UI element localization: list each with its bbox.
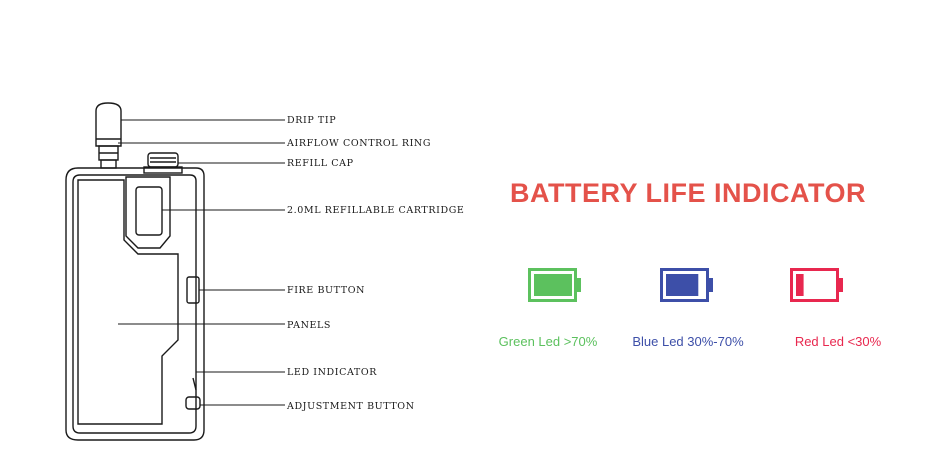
label-adjustment-button: ADJUSTMENT BUTTON (286, 401, 415, 412)
callout-labels: DRIP TIP AIRFLOW CONTROL RING REFILL CAP… (286, 115, 464, 412)
battery-medium-icon (660, 268, 714, 306)
label-fire-button: FIRE BUTTON (287, 285, 365, 296)
adjustment-button-shape (185, 396, 201, 410)
battery-fill (534, 274, 572, 296)
battery-level-label: Blue Led 30%-70% (632, 334, 744, 349)
battery-fill (796, 274, 804, 296)
cartridge-window (125, 176, 171, 249)
device-body-outline (65, 167, 205, 441)
pod-device-drawing (65, 102, 205, 441)
fire-button-shape (186, 276, 200, 304)
battery-level-label: Red Led <30% (794, 334, 882, 349)
panel-outline (77, 179, 179, 425)
drip-tip-shape (95, 102, 122, 147)
label-panels: PANELS (287, 320, 331, 331)
battery-level-label: Green Led >70% (498, 334, 598, 349)
battery-fill (666, 274, 699, 296)
led-shape (192, 377, 197, 391)
battery-indicator-title: BATTERY LIFE INDICATOR (509, 178, 866, 208)
label-refill-cap: REFILL CAP (287, 158, 354, 169)
label-led-indicator: LED INDICATOR (287, 367, 377, 378)
label-drip-tip: DRIP TIP (287, 115, 336, 126)
leader-lines (118, 119, 285, 406)
label-airflow-ring: AIRFLOW CONTROL RING (286, 138, 431, 149)
battery-low-icon (790, 268, 844, 306)
label-cartridge: 2.0ML REFILLABLE CARTRIDGE (287, 205, 464, 216)
refill-cap-shape (147, 152, 179, 168)
battery-full-icon (528, 268, 582, 306)
